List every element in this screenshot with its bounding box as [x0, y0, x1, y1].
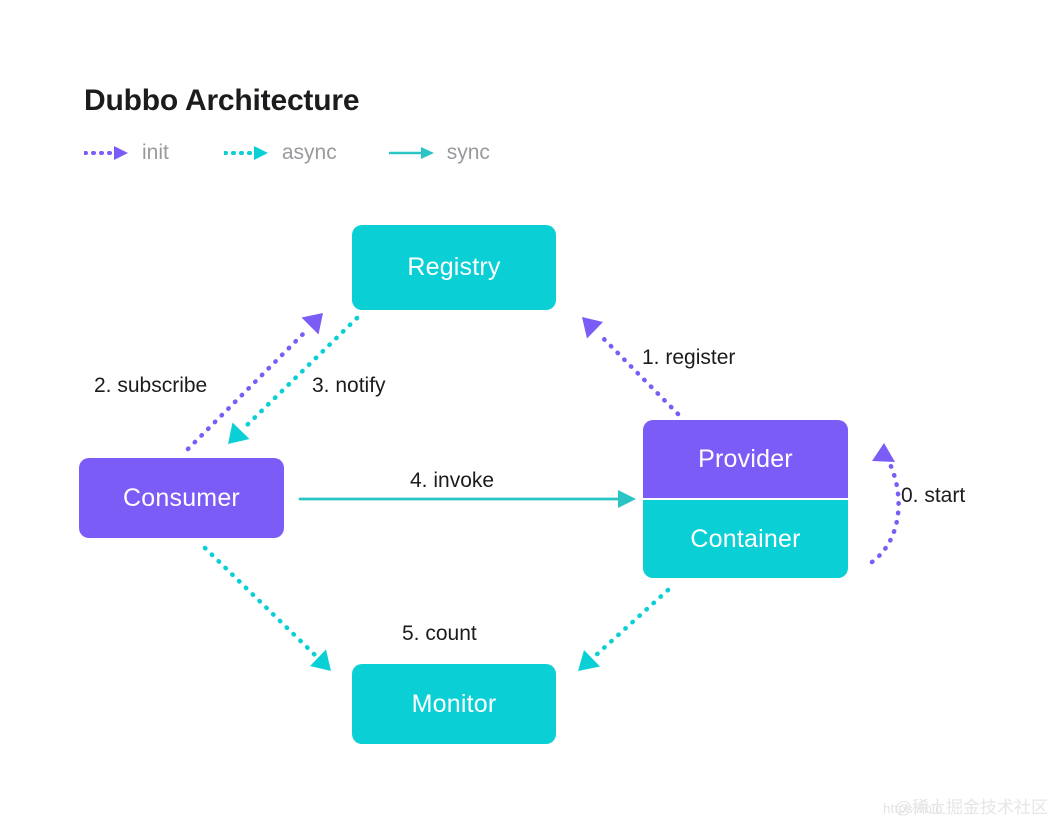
- dotted-arrow-icon: [84, 146, 128, 160]
- edge-count-container: [578, 587, 671, 671]
- edge-subscribe: [185, 313, 323, 452]
- node-consumer[interactable]: Consumer: [79, 458, 284, 538]
- node-registry[interactable]: Registry: [352, 225, 556, 310]
- edge-label-count: 5. count: [402, 622, 477, 645]
- edge-label-register: 1. register: [642, 346, 736, 369]
- legend-label-init: init: [142, 141, 169, 164]
- edge-label-subscribe: 2. subscribe: [94, 374, 208, 397]
- node-container[interactable]: Container: [643, 500, 848, 578]
- edge-label-notify: 3. notify: [312, 374, 386, 397]
- edge-label-invoke: 4. invoke: [410, 469, 495, 492]
- legend-item-init: init: [84, 138, 169, 168]
- legend: init async sync: [84, 138, 490, 168]
- legend-label-async: async: [281, 141, 337, 164]
- dotted-arrow-icon: [223, 146, 268, 160]
- solid-arrow-icon: [388, 147, 434, 159]
- edge-start: [869, 443, 901, 565]
- edge-count-consumer: [202, 545, 331, 671]
- edge-label-start: 0. start: [901, 484, 966, 507]
- node-provider[interactable]: Provider: [643, 420, 848, 498]
- legend-item-sync: sync: [388, 138, 490, 168]
- node-monitor[interactable]: Monitor: [352, 664, 556, 744]
- page-title: Dubbo Architecture: [84, 84, 360, 117]
- watermark-url: https://blo: [883, 801, 943, 816]
- legend-label-sync: sync: [446, 141, 490, 164]
- watermark-handle: @稀土掘金技术社区: [894, 798, 1048, 817]
- legend-item-async: async: [223, 138, 337, 168]
- watermark: https://blo @稀土掘金技术社区: [883, 793, 1048, 818]
